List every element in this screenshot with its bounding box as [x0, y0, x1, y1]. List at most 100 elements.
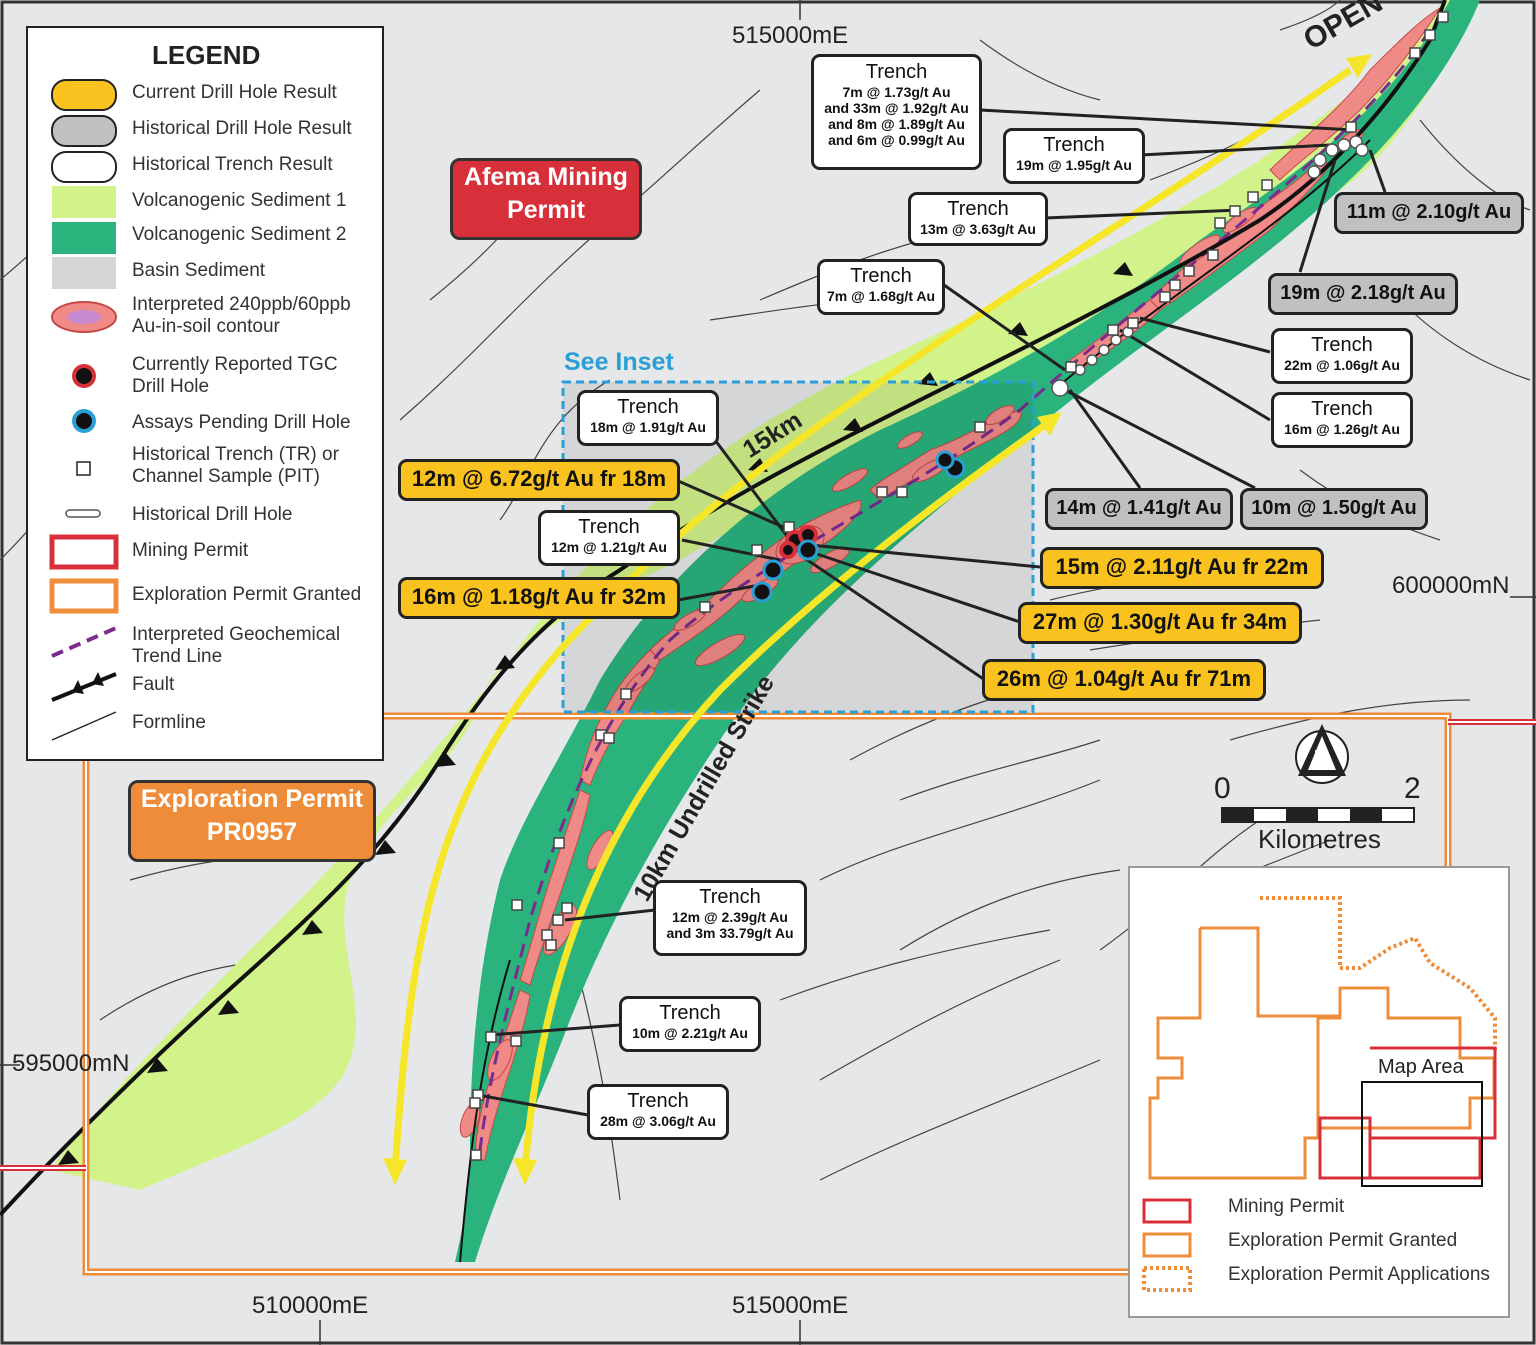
legend-item-label: Interpreted 240ppb/60ppb Au-in-soil cont… [132, 294, 351, 337]
scale-unit: Kilometres [1258, 824, 1381, 854]
trench-title: Trench [659, 1002, 721, 1024]
trench-title: Trench [617, 396, 679, 418]
grid-label-north-left: 595000mN [12, 1050, 130, 1077]
legend-item-label: Fault [132, 674, 175, 695]
fault-icon [51, 672, 117, 702]
legend-item-label: Exploration Permit Granted [132, 584, 362, 605]
grey-pill-icon [51, 115, 117, 147]
map-area-label: Map Area [1378, 1056, 1464, 1078]
current-drill-result: 26m @ 1.04g/t Au fr 71m [982, 659, 1266, 701]
legend-item-label: Current Drill Hole Result [132, 82, 337, 103]
historical-drill-result: 14m @ 1.41g/t Au [1045, 488, 1233, 530]
legend-panel: LEGEND Current Drill Hole Result Histori… [26, 26, 384, 761]
legend-item-label: Historical Drill Hole [132, 504, 293, 525]
trench-detail: 10m @ 2.21g/t Au [632, 1025, 748, 1041]
trench-result-box: Trench 10m @ 2.21g/t Au [619, 996, 761, 1052]
trench-result-box: Trench 12m @ 2.39g/t Au and 3m 33.79g/t … [653, 880, 807, 956]
current-drill-result: 27m @ 1.30g/t Au fr 34m [1018, 602, 1302, 644]
light-green-swatch [52, 186, 116, 218]
historical-drill-result: 10m @ 1.50g/t Au [1240, 488, 1428, 530]
historical-drill-holes [1051, 135, 1369, 397]
legend-item-label: Volcanogenic Sediment 1 [132, 190, 347, 211]
trench-detail: 16m @ 1.26g/t Au [1284, 421, 1400, 437]
trench-result-box: Trench 16m @ 1.26g/t Au [1271, 392, 1413, 448]
geochemical-trend-line [478, 29, 1432, 1151]
inset-legend-label: Exploration Permit Applications [1228, 1264, 1490, 1285]
legend-item-label: Mining Permit [132, 540, 249, 561]
legend-symbols [49, 79, 119, 741]
current-drill-result: 16m @ 1.18g/t Au fr 32m [398, 577, 680, 619]
scale-bar [1221, 807, 1415, 823]
legend-item-label: Basin Sediment [132, 260, 266, 281]
grid-label-north-right: 600000mN [1392, 572, 1510, 599]
formline-icon [51, 711, 117, 741]
see-inset-label: See Inset [564, 348, 674, 376]
exploration-permit-tag: Exploration Permit PR0957 [128, 780, 376, 862]
red-dot-icon [72, 364, 96, 388]
trend-line-icon [51, 626, 117, 658]
exploration-permit-icon [49, 578, 119, 614]
trench-title: Trench [1311, 398, 1373, 420]
assays-pending-drill-holes [751, 450, 966, 603]
trench-detail: 12m @ 2.39g/t Au and 3m 33.79g/t Au [666, 909, 794, 942]
mining-permit-icon [49, 534, 119, 570]
legend-item-label: Formline [132, 712, 206, 733]
trench-detail: 7m @ 1.68g/t Au [826, 288, 936, 304]
trench-title: Trench [850, 265, 912, 287]
trench-title: Trench [578, 516, 640, 538]
inset-exploration-application-icon [1142, 1266, 1192, 1292]
dark-green-swatch [52, 222, 116, 254]
trench-result-box: Trench 18m @ 1.91g/t Au [577, 390, 719, 446]
trench-detail: 7m @ 1.73g/t Au and 33m @ 1.92g/t Au and… [824, 84, 969, 149]
trench-title: Trench [865, 61, 928, 83]
trench-detail: 18m @ 1.91g/t Au [590, 419, 706, 435]
trench-detail: 12m @ 1.21g/t Au [551, 539, 667, 555]
trench-result-box: Trench 12m @ 1.21g/t Au [538, 510, 680, 566]
grid-label-east-bottom-right: 515000mE [732, 1292, 849, 1319]
trench-result-box: Trench 7m @ 1.73g/t Au and 33m @ 1.92g/t… [811, 54, 982, 170]
historical-drill-icon [65, 509, 101, 518]
inset-map [1142, 896, 1497, 1292]
legend-item-label: Historical Trench (TR) or Channel Sample… [132, 444, 339, 487]
map-area-box [1361, 1081, 1483, 1187]
legend-item-label: Volcanogenic Sediment 2 [132, 224, 347, 245]
blue-dot-icon [72, 409, 96, 433]
inset-mining-permit-icon [1142, 1198, 1192, 1224]
trench-result-box: Trench 13m @ 3.63g/t Au [908, 192, 1048, 246]
inset-legend-label: Mining Permit [1228, 1196, 1345, 1217]
trench-title: Trench [627, 1090, 689, 1112]
legend-item-label: Historical Trench Result [132, 154, 333, 175]
volcanogenic-sediment-2 [455, 0, 1480, 1262]
trench-title: Trench [1043, 134, 1105, 156]
legend-item-label: Currently Reported TGC Drill Hole [132, 354, 338, 397]
trench-result-box: Trench 22m @ 1.06g/t Au [1271, 328, 1413, 384]
white-pill-icon [51, 151, 117, 183]
historical-drill-result: 19m @ 2.18g/t Au [1268, 273, 1458, 315]
legend-item-label: Assays Pending Drill Hole [132, 412, 351, 433]
inset-legend-label: Exploration Permit Granted [1228, 1230, 1458, 1251]
trench-result-box: Trench 7m @ 1.68g/t Au [817, 259, 945, 315]
inset-exploration-permit-icon [1142, 1232, 1192, 1258]
location-inset: Map Area Mining Permit Exploration Permi… [1128, 866, 1510, 1318]
trench-title: Trench [699, 886, 761, 908]
north-arrow-icon [1295, 724, 1349, 784]
trench-detail: 19m @ 1.95g/t Au [1016, 157, 1132, 173]
legend-item-label: Historical Drill Hole Result [132, 118, 352, 139]
trench-title: Trench [947, 198, 1009, 220]
current-drill-result: 12m @ 6.72g/t Au fr 18m [398, 459, 680, 501]
grid-label-east-top: 515000mE [732, 22, 849, 49]
trench-detail: 13m @ 3.63g/t Au [920, 221, 1036, 237]
historical-drill-result: 11m @ 2.10g/t Au [1334, 192, 1524, 234]
afema-permit-tag: Afema Mining Permit [450, 158, 642, 240]
yellow-pill-icon [51, 79, 117, 111]
grid-label-east-bottom-left: 510000mE [252, 1292, 369, 1319]
legend-item-label: Interpreted Geochemical Trend Line [132, 624, 341, 667]
scale-zero: 0 [1214, 772, 1231, 805]
trench-samples [469, 11, 1449, 1161]
north-label: N [1314, 748, 1326, 765]
trench-title: Trench [1311, 334, 1373, 356]
current-drill-result: 15m @ 2.11g/t Au fr 22m [1040, 547, 1324, 589]
square-icon [76, 461, 91, 476]
legend-title: LEGEND [152, 40, 261, 70]
grey-swatch [52, 257, 116, 289]
